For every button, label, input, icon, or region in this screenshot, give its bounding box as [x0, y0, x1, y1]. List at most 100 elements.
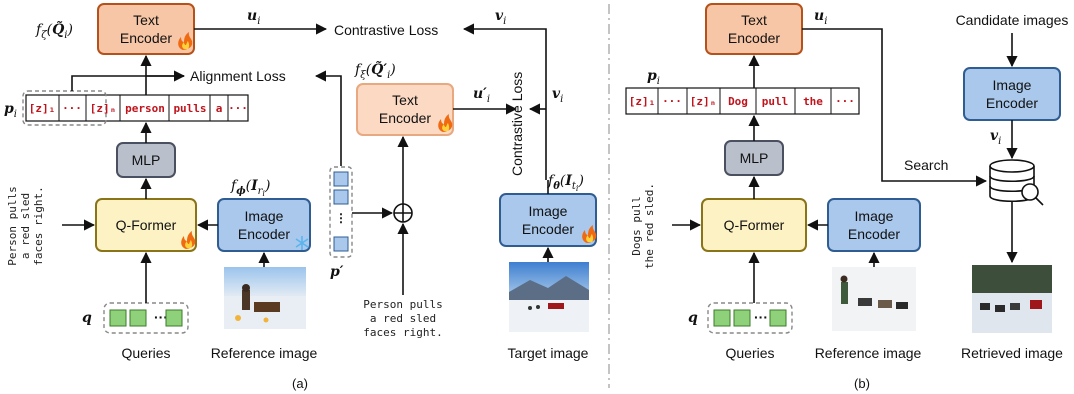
label-p-i-b: pi	[647, 68, 660, 87]
token-a-6: ···	[228, 102, 248, 115]
alignment-loss: Alignment Loss	[190, 68, 286, 84]
svg-text:faces right.: faces right.	[32, 186, 45, 265]
image-encoder-target-a: Image Encoder	[499, 193, 597, 247]
reference-image-b	[832, 267, 916, 331]
label-u-i-prime: u′i	[473, 86, 490, 105]
token-strip-b: [z]₁ ··· [z]ₙ Dog pull the ···	[625, 87, 860, 115]
token-a-1: ···	[62, 102, 82, 115]
svg-text:Person pulls: Person pulls	[6, 186, 19, 265]
token-b-6: ···	[835, 95, 855, 108]
token-a-3: person	[125, 102, 165, 115]
svg-text:the red sled.: the red sled.	[643, 183, 656, 269]
svg-text:Dogs pull: Dogs pull	[630, 196, 643, 256]
reference-image-label-a: Reference image	[211, 345, 318, 361]
target-image-label: Target image	[508, 345, 589, 361]
label-p-i-a: pi	[4, 101, 17, 120]
svg-text:Encoder: Encoder	[986, 95, 1038, 111]
text-encoder-top-a-label-2: Encoder	[120, 30, 172, 46]
svg-text:Text: Text	[392, 92, 418, 108]
label-f-zeta: fζ(Q̃i)	[35, 20, 73, 41]
fire-icon	[582, 225, 597, 243]
token-a-2: [z]ₙ	[90, 102, 117, 115]
svg-text:Image: Image	[855, 208, 894, 224]
queries-b: ···	[707, 302, 793, 334]
svg-text:Image: Image	[993, 77, 1032, 93]
svg-text:a red sled: a red sled	[19, 193, 32, 259]
token-b-1: ···	[662, 95, 682, 108]
database-search-icon	[989, 159, 1044, 206]
label-u-i-b: ui	[814, 8, 827, 27]
token-b-0: [z]₁	[629, 95, 656, 108]
svg-text:Encoder: Encoder	[522, 221, 574, 237]
image-encoder-ref-a: Image Encoder	[217, 198, 311, 252]
svg-text:Encoder: Encoder	[379, 110, 431, 126]
svg-text:faces right.: faces right.	[363, 326, 442, 339]
candidate-images-label: Candidate images	[956, 12, 1069, 28]
token-a-5: a	[216, 102, 223, 115]
retrieved-image	[972, 265, 1052, 333]
side-text-a: Person pulls a red sled faces right.	[6, 186, 45, 265]
text-encoder-top-a: Text Encoder	[97, 3, 195, 55]
search-label: Search	[904, 157, 948, 173]
qformer-b: Q-Former	[701, 198, 807, 252]
token-b-3: Dog	[728, 95, 748, 108]
p-prime-stack: ⋮	[329, 166, 353, 258]
svg-text:Encoder: Encoder	[238, 226, 290, 242]
caption-a: (a)	[292, 376, 308, 391]
mlp-a-label: MLP	[132, 152, 161, 168]
label-f-xi: fξ(Q̃′i)	[354, 60, 396, 81]
text-encoder-b: Text Encoder	[705, 3, 803, 55]
token-b-5: the	[803, 95, 823, 108]
svg-text:Encoder: Encoder	[848, 226, 900, 242]
image-encoder-right-b: Image Encoder	[963, 67, 1061, 121]
qformer-a-label: Q-Former	[116, 217, 177, 233]
label-v-i-b: vi	[990, 128, 1001, 147]
label-q-a: q	[82, 310, 92, 326]
image-encoder-ref-b: Image Encoder	[827, 198, 921, 252]
text-encoder-top-a-label-1: Text	[133, 12, 159, 28]
label-u-i-a: ui	[247, 8, 260, 27]
queries-a: ···	[103, 302, 189, 334]
svg-text:⋮: ⋮	[335, 211, 347, 225]
snowflake-icon	[295, 236, 309, 250]
svg-text:MLP: MLP	[740, 150, 769, 166]
token-a-0: [z]₁	[29, 102, 56, 115]
side-text-b: Dogs pull the red sled.	[630, 183, 656, 269]
label-p-prime: p′	[330, 264, 344, 280]
mlp-a: MLP	[116, 142, 176, 178]
svg-text:Person pulls: Person pulls	[363, 298, 442, 311]
text-encoder-mid-a: Text Encoder	[356, 83, 454, 136]
label-f-theta: fθ(Iti)	[547, 173, 584, 193]
label-v-i-top: vi	[495, 8, 506, 27]
svg-text:a red sled: a red sled	[370, 312, 436, 325]
caption-b: (b)	[854, 376, 870, 391]
qformer-a: Q-Former	[95, 198, 197, 252]
mlp-b: MLP	[724, 140, 784, 176]
svg-text:···: ···	[754, 309, 768, 325]
svg-text:···: ···	[154, 309, 168, 325]
token-strip-a: [z]₁ ··· [z]ₙ person pulls a ···	[22, 90, 249, 126]
svg-text:Text: Text	[741, 12, 767, 28]
fire-icon	[178, 32, 193, 50]
fire-icon	[181, 231, 196, 249]
plus-circle-icon	[393, 203, 413, 223]
token-b-2: [z]ₙ	[690, 95, 717, 108]
token-a-4: pulls	[173, 102, 206, 115]
svg-text:Encoder: Encoder	[728, 30, 780, 46]
target-image	[509, 262, 589, 332]
token-b-4: pull	[762, 95, 789, 108]
queries-label-a: Queries	[121, 345, 170, 361]
svg-text:Image: Image	[245, 208, 284, 224]
bottom-text-a: Person pulls a red sled faces right.	[363, 298, 442, 339]
queries-label-b: Queries	[725, 345, 774, 361]
contrastive-loss-horizontal: Contrastive Loss	[334, 22, 438, 38]
label-q-b: q	[688, 310, 698, 326]
contrastive-loss-vertical: Contrastive Loss	[509, 72, 525, 176]
label-v-i-mid: vi	[552, 86, 563, 105]
reference-image-label-b: Reference image	[815, 345, 922, 361]
label-f-phi: fϕ(Iri)	[230, 178, 270, 198]
svg-text:Q-Former: Q-Former	[724, 217, 785, 233]
fire-icon	[438, 114, 453, 132]
svg-text:Image: Image	[529, 203, 568, 219]
